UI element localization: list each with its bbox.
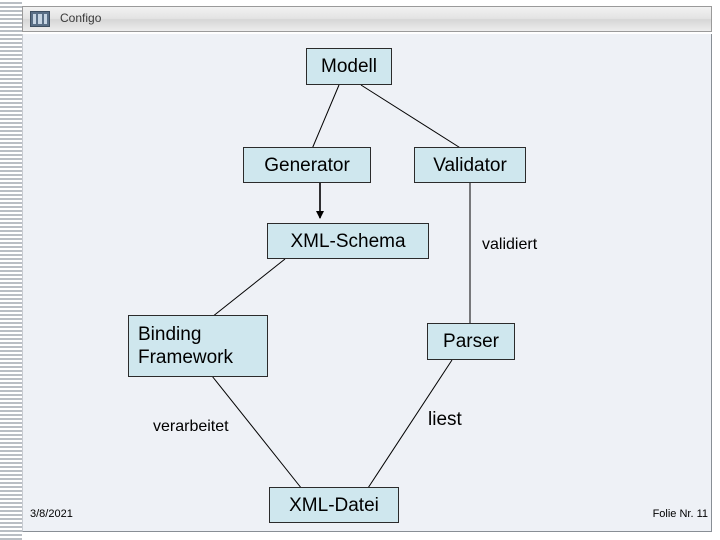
window-title: Configo [60,11,102,25]
slide-content-area [22,34,712,532]
left-stripe-decoration [0,0,22,540]
node-binding-framework[interactable]: Binding Framework [128,315,268,377]
edge-label-liest: liest [428,409,462,430]
edge-label-verarbeitet: verarbeitet [153,418,229,435]
node-validator[interactable]: Validator [414,147,526,183]
node-xml-datei[interactable]: XML-Datei [269,487,399,523]
node-generator[interactable]: Generator [243,147,371,183]
edge-label-validiert: validiert [482,236,538,253]
node-parser[interactable]: Parser [427,323,515,360]
window-titlebar [22,6,712,32]
node-modell[interactable]: Modell [306,48,392,85]
app-logo-icon [30,11,50,27]
node-xml-schema[interactable]: XML-Schema [267,223,429,259]
footer-page-number: Folie Nr. 11 [652,508,708,520]
footer-date: 3/8/2021 [30,508,73,520]
